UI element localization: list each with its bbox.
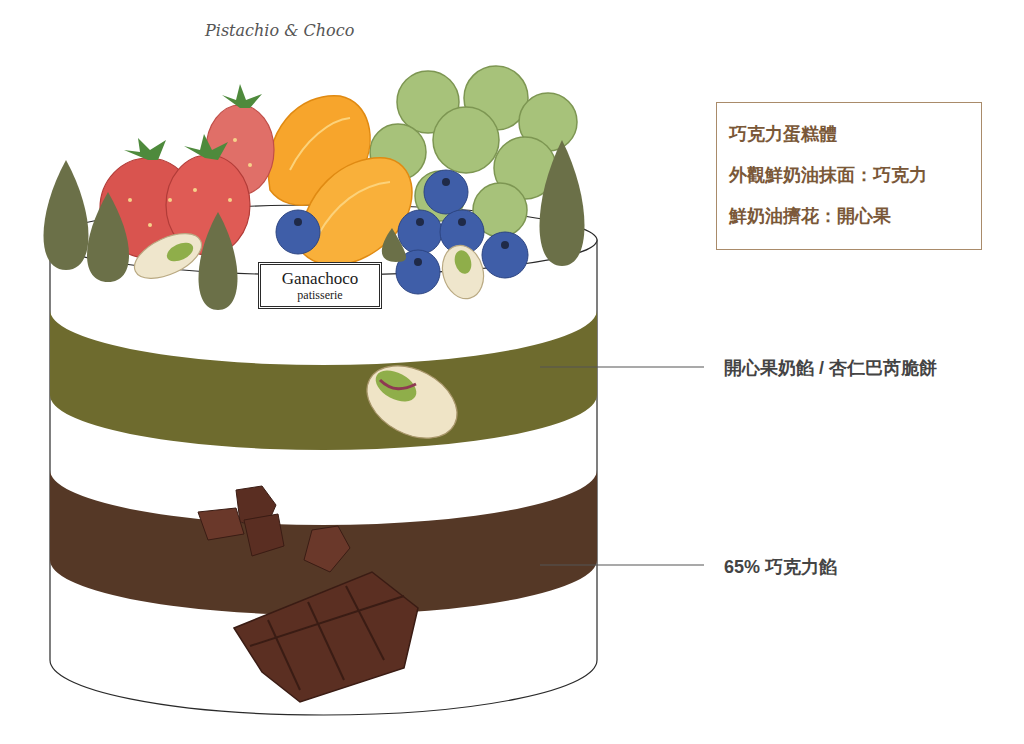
node-text: 外觀鮮奶油抹面：巧克力 (729, 155, 969, 196)
callout-label: 65% 巧克力餡 (724, 555, 837, 579)
leader-line (540, 564, 704, 565)
pistachio-nut (355, 351, 470, 453)
pistachio-layer (50, 310, 597, 450)
chocolate-pieces (198, 486, 418, 702)
callout-label: 開心果奶餡 / 杏仁巴芮脆餅 (724, 356, 937, 380)
node-text: patisserie (269, 289, 371, 302)
title: Pistachio & Choco (205, 21, 354, 40)
node-text: 巧克力蛋糕體 (729, 114, 969, 155)
strawberries (100, 84, 274, 258)
logo-box: Ganachocopatisserie (258, 262, 382, 309)
node-text: Ganachoco (269, 269, 371, 289)
cake-body (50, 240, 597, 715)
leaves (44, 140, 585, 310)
node-text: 鮮奶油擠花：開心果 (729, 196, 969, 237)
leader-line (540, 366, 704, 367)
orange-segments (268, 96, 412, 266)
info-box: 巧克力蛋糕體外觀鮮奶油抹面：巧克力鮮奶油擠花：開心果 (716, 102, 982, 250)
